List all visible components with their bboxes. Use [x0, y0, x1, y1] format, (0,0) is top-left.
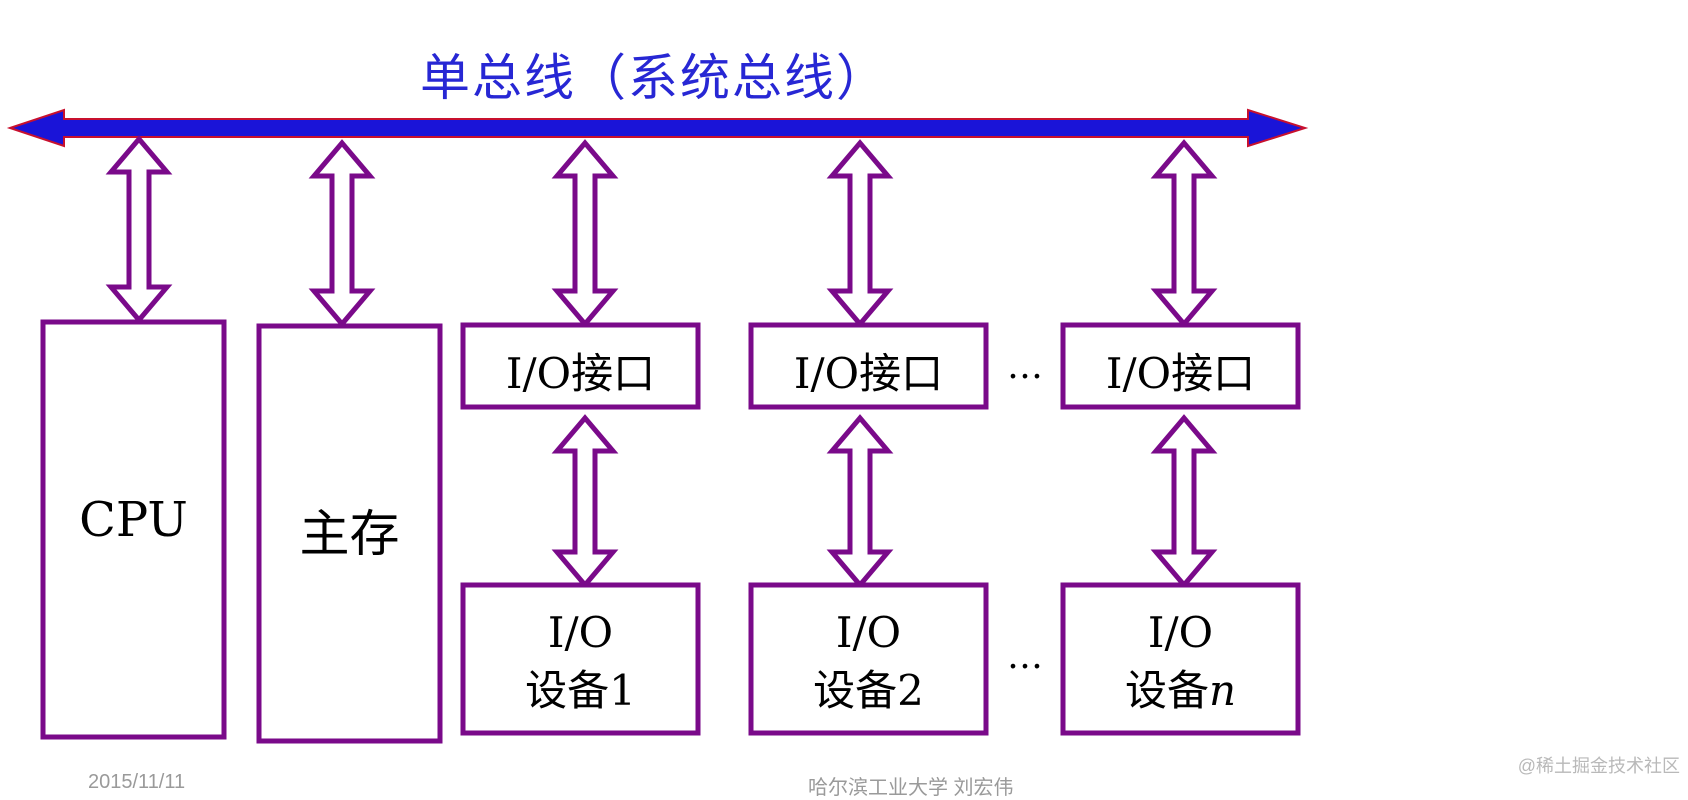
io-device-name-1: 设备1 [525, 666, 636, 715]
io-interface-label-n: I/O接口 [1105, 349, 1256, 398]
bus-connector-io-interface-1 [551, 139, 619, 328]
io-connector-1 [551, 414, 619, 589]
io-device-label-1: I/O 设备1 [463, 604, 698, 720]
interface-ellipsis: … [1007, 346, 1043, 387]
io-device-label-n: I/O 设备n [1063, 604, 1298, 720]
bus-connector-io-interface-2 [826, 139, 894, 328]
io-interface-box-2 [748, 322, 989, 410]
footer-date: 2015/11/11 [88, 771, 186, 793]
io-device-prefix-2: I/O [835, 608, 902, 657]
io-device-box-n [1060, 582, 1301, 736]
io-device-name-2: 设备2 [813, 666, 924, 715]
io-device-prefix-1: I/O [547, 608, 614, 657]
io-connector-2 [826, 414, 894, 589]
bus-connector-io-interface-n [1150, 139, 1218, 328]
io-device-label-2: I/O 设备2 [751, 604, 986, 720]
footer-author: 哈尔滨工业大学 刘宏伟 [808, 777, 1014, 799]
memory-box [256, 323, 443, 744]
io-interface-label-1: I/O接口 [505, 349, 656, 398]
device-ellipsis: … [1007, 636, 1043, 677]
io-interface-box-1 [460, 322, 701, 410]
bus-connector-memory [308, 139, 376, 328]
diagram-title: 单总线（系统总线） [420, 49, 888, 107]
io-device-name-n-var: n [1208, 666, 1237, 715]
io-interface-box-n [1060, 322, 1301, 410]
io-interface-label-2: I/O接口 [793, 349, 944, 398]
memory-label: 主存 [299, 505, 400, 563]
cpu-box [40, 319, 227, 740]
system-bus-arrow [6, 108, 1309, 148]
io-device-name-n: 设备n [1063, 662, 1298, 720]
io-connector-n [1150, 414, 1218, 589]
watermark: @稀土掘金技术社区 [1517, 756, 1680, 776]
io-device-prefix-n: I/O [1147, 608, 1214, 657]
io-device-box-1 [460, 582, 701, 736]
cpu-label: CPU [79, 492, 188, 548]
io-device-name-n-text: 设备 [1124, 666, 1209, 715]
bus-connector-cpu [105, 135, 173, 324]
io-device-box-2 [748, 582, 989, 736]
